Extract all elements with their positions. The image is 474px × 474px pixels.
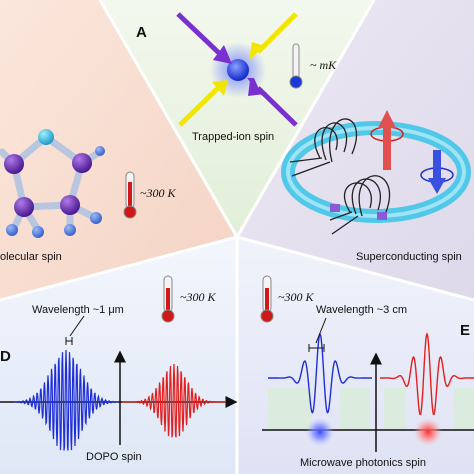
- microwave-wells: [268, 388, 474, 430]
- ion-icon: [227, 59, 249, 81]
- thermometer-icon: [289, 43, 303, 89]
- thermometer-icon: [123, 171, 137, 219]
- coil-icon: [289, 118, 358, 177]
- spin-arrow-icon: [370, 110, 404, 170]
- trapped-ion-temperature: ~ mK: [310, 58, 337, 72]
- microwave-red-pulse: [380, 332, 474, 416]
- junction: [377, 212, 387, 220]
- sector-superconducting: [237, 0, 474, 300]
- molecule-icon: [0, 129, 105, 238]
- thermometer-icon: [260, 275, 274, 323]
- dopo-wavelength: Wavelength ~1 μm: [32, 304, 124, 316]
- microwave-label: Microwave photonics spin: [300, 457, 426, 469]
- ring-resonator-icon: [281, 121, 471, 223]
- laser-arrow: [176, 12, 298, 127]
- panel-a-letter: A: [136, 24, 147, 41]
- microwave-temperature: ~300 K: [278, 290, 314, 304]
- trapped-ion-label: Trapped-ion spin: [192, 131, 275, 143]
- thermometer-icon: [161, 275, 175, 323]
- blue-spin-spot: [306, 418, 334, 446]
- panel-d-letter: D: [0, 348, 11, 365]
- dopo-temperature: ~300 K: [180, 290, 216, 304]
- laser-arrow: [178, 12, 298, 127]
- wavelength-bracket: [308, 317, 327, 352]
- panel-e-letter: E: [460, 322, 471, 339]
- spin-arrow-icon: [420, 150, 454, 194]
- dopo-red-pulse: [122, 363, 226, 438]
- sector-molecular: [0, 0, 237, 300]
- junction: [330, 204, 340, 212]
- molecular-temperature: ~300 K: [140, 186, 176, 200]
- sector-trapped-ion: [100, 0, 374, 237]
- wavelength-bracket: [65, 315, 85, 345]
- microwave-wavelength: Wavelength ~3 cm: [316, 304, 407, 316]
- coil-icon: [329, 175, 391, 235]
- molecular-label: olecular spin: [0, 251, 62, 263]
- superconducting-label: Superconducting spin: [356, 251, 462, 263]
- dopo-blue-pulse: [13, 349, 119, 451]
- trapped-ion-illustration: [176, 12, 303, 127]
- dopo-label: DOPO spin: [86, 451, 142, 463]
- red-spin-spot: [414, 418, 442, 446]
